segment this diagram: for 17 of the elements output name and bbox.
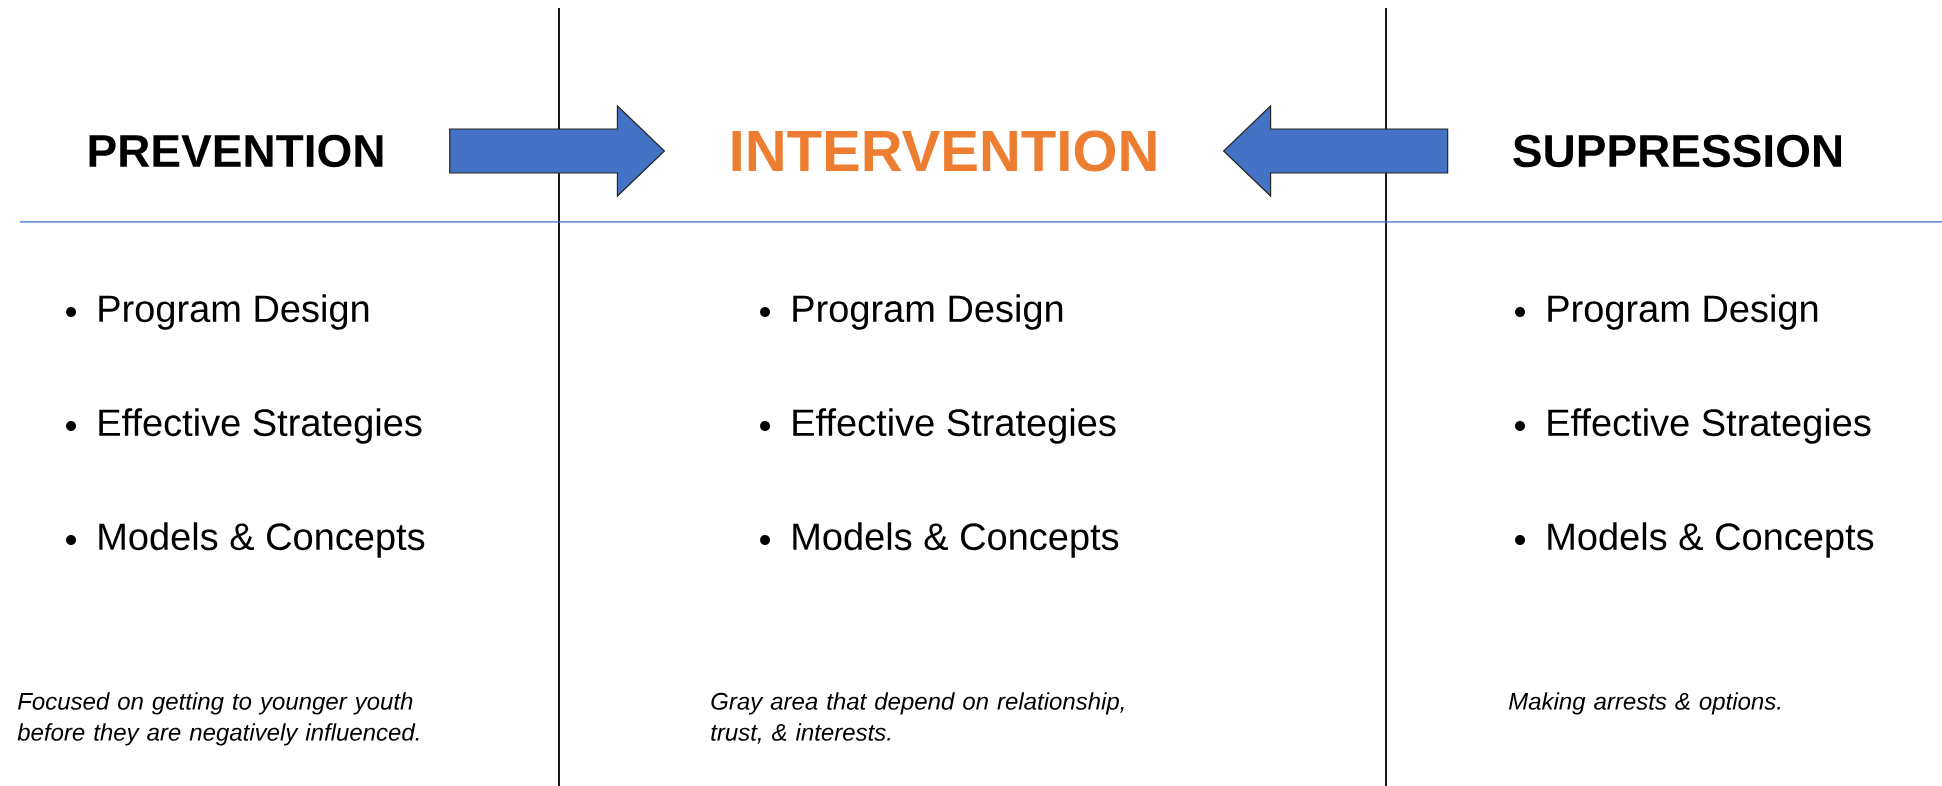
block-arrow bbox=[1222, 104, 1449, 198]
bullet-item: Effective Strategies bbox=[66, 408, 422, 444]
bullet-item: Program Design bbox=[1515, 294, 1818, 330]
note-text: Focused on getting to younger youth before they are negatively influenced. bbox=[17, 692, 419, 746]
bullet-item: Models & Concepts bbox=[1515, 522, 1874, 558]
heading: INTERVENTION bbox=[732, 130, 1156, 172]
bullet-item: Effective Strategies bbox=[760, 408, 1116, 444]
block-arrow bbox=[449, 104, 666, 198]
bullet-item: Program Design bbox=[760, 294, 1063, 330]
bullet-item: Models & Concepts bbox=[760, 522, 1119, 558]
note-text: Making arrests & options. bbox=[1508, 692, 1780, 715]
bullet-item: Program Design bbox=[66, 294, 369, 330]
heading: SUPPRESSION bbox=[1513, 134, 1842, 168]
note-text: Gray area that depend on relationship, trust, & interests. bbox=[711, 692, 1124, 744]
heading: PREVENTION bbox=[89, 134, 383, 168]
bullet-item: Models & Concepts bbox=[66, 522, 425, 558]
bullet-item: Effective Strategies bbox=[1515, 408, 1871, 444]
